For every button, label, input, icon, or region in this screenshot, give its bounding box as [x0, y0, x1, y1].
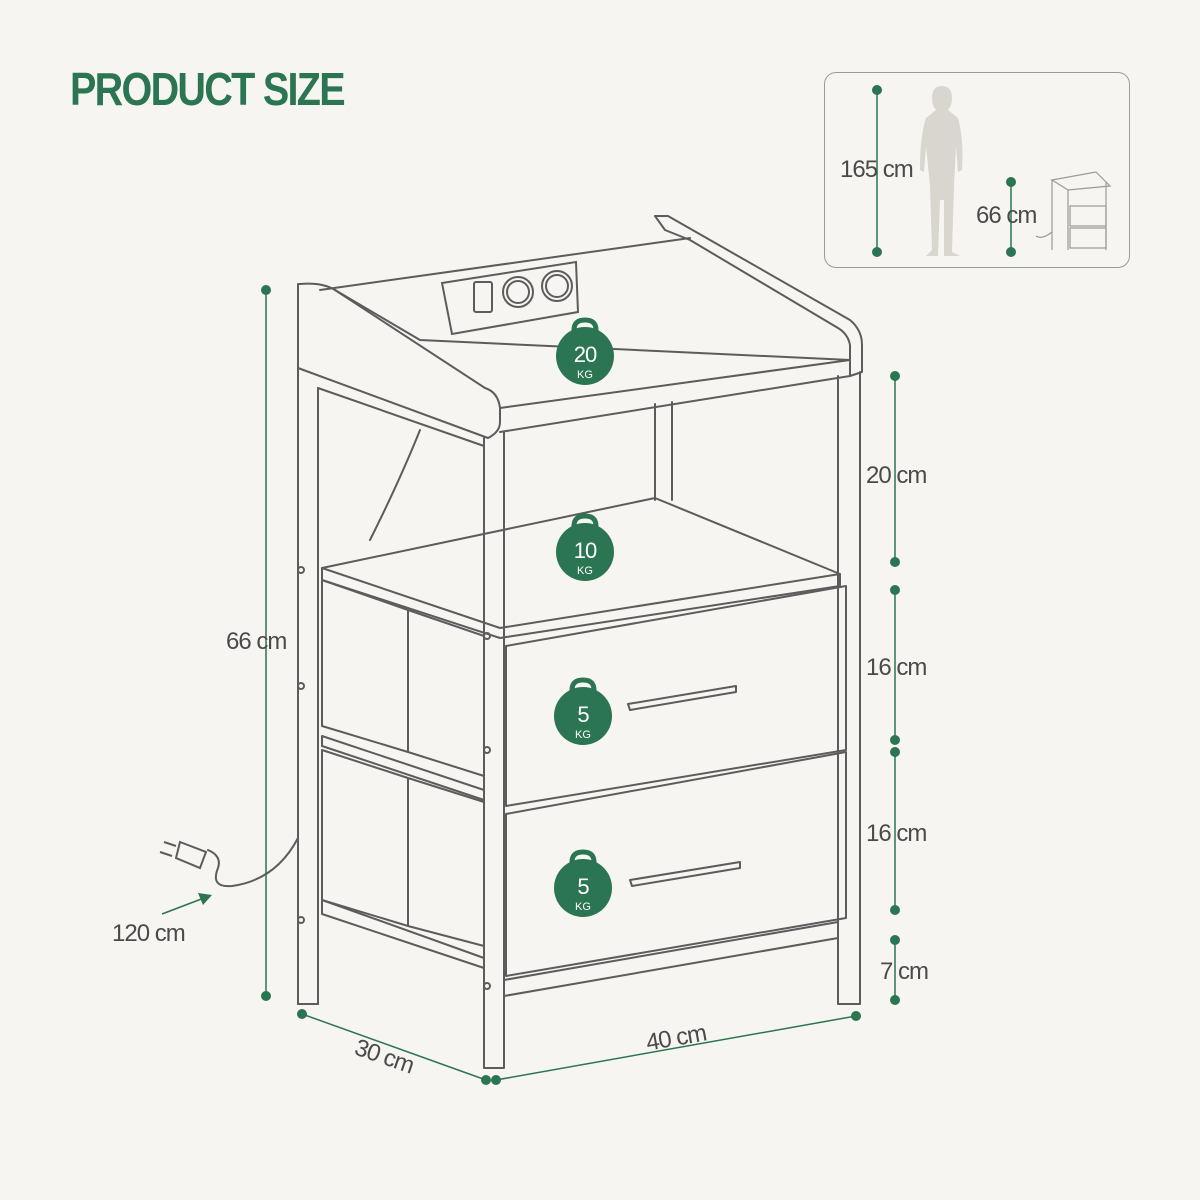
weight-top-unit: KG — [577, 369, 593, 381]
left-front-post — [297, 367, 319, 1005]
mini-nightstand — [1035, 171, 1112, 250]
weight-drawer-top-unit: KG — [575, 729, 591, 741]
weight-drawer-top-value: 5 — [577, 702, 589, 727]
weight-kettlebell-icon: 10 KG — [556, 513, 614, 581]
width-dimension-line — [495, 1015, 857, 1081]
height-label: 66 cm — [226, 628, 287, 655]
power-cable — [207, 837, 299, 888]
cable-length-label: 120 cm — [112, 920, 186, 947]
scale-comparison-drawing — [872, 85, 1112, 257]
weight-shelf-value: 10 — [574, 538, 597, 563]
drawer-top-label: 16 cm — [866, 654, 927, 681]
table-height-label: 66 cm — [976, 202, 1037, 229]
cable-arrow — [161, 897, 205, 915]
weight-shelf-unit: KG — [577, 565, 593, 577]
power-plug-icon — [159, 840, 208, 870]
side-panel-lower — [321, 749, 485, 947]
shelf-gap-label: 20 cm — [866, 462, 927, 489]
top-surface-front — [499, 359, 851, 433]
drawer-bottom-handle — [629, 861, 741, 887]
drawer-bottom — [505, 751, 847, 977]
scale-comparison-panel — [824, 72, 1130, 268]
back-post — [654, 401, 673, 501]
right-front-post — [837, 371, 861, 1005]
dimension-lines — [161, 285, 900, 1085]
side-panel-upper — [321, 579, 485, 777]
weight-drawer-bottom-value: 5 — [577, 874, 589, 899]
weight-kettlebell-icon: 5 KG — [554, 677, 612, 745]
person-silhouette-icon — [920, 86, 963, 256]
bottom-front-rail — [503, 921, 839, 997]
weight-kettlebell-icon: 20 KG — [556, 317, 614, 385]
depth-dimension-line — [301, 1013, 487, 1081]
leg-height-label: 7 cm — [880, 958, 929, 985]
weight-top-value: 20 — [574, 342, 597, 367]
page-title: PRODUCT SIZE — [70, 63, 346, 115]
drawer-top-handle — [627, 685, 737, 711]
nightstand-drawing — [207, 215, 863, 1069]
weight-kettlebell-icon: 5 KG — [554, 849, 612, 917]
front-corner-post — [483, 431, 505, 1069]
drawer-top — [505, 585, 847, 807]
weight-drawer-bottom-unit: KG — [575, 901, 591, 913]
drawer-bottom-label: 16 cm — [866, 820, 927, 847]
top-left-panel — [297, 282, 501, 439]
person-height-label: 165 cm — [840, 156, 914, 183]
power-strip-icon — [440, 260, 580, 336]
internal-cable — [369, 429, 421, 541]
